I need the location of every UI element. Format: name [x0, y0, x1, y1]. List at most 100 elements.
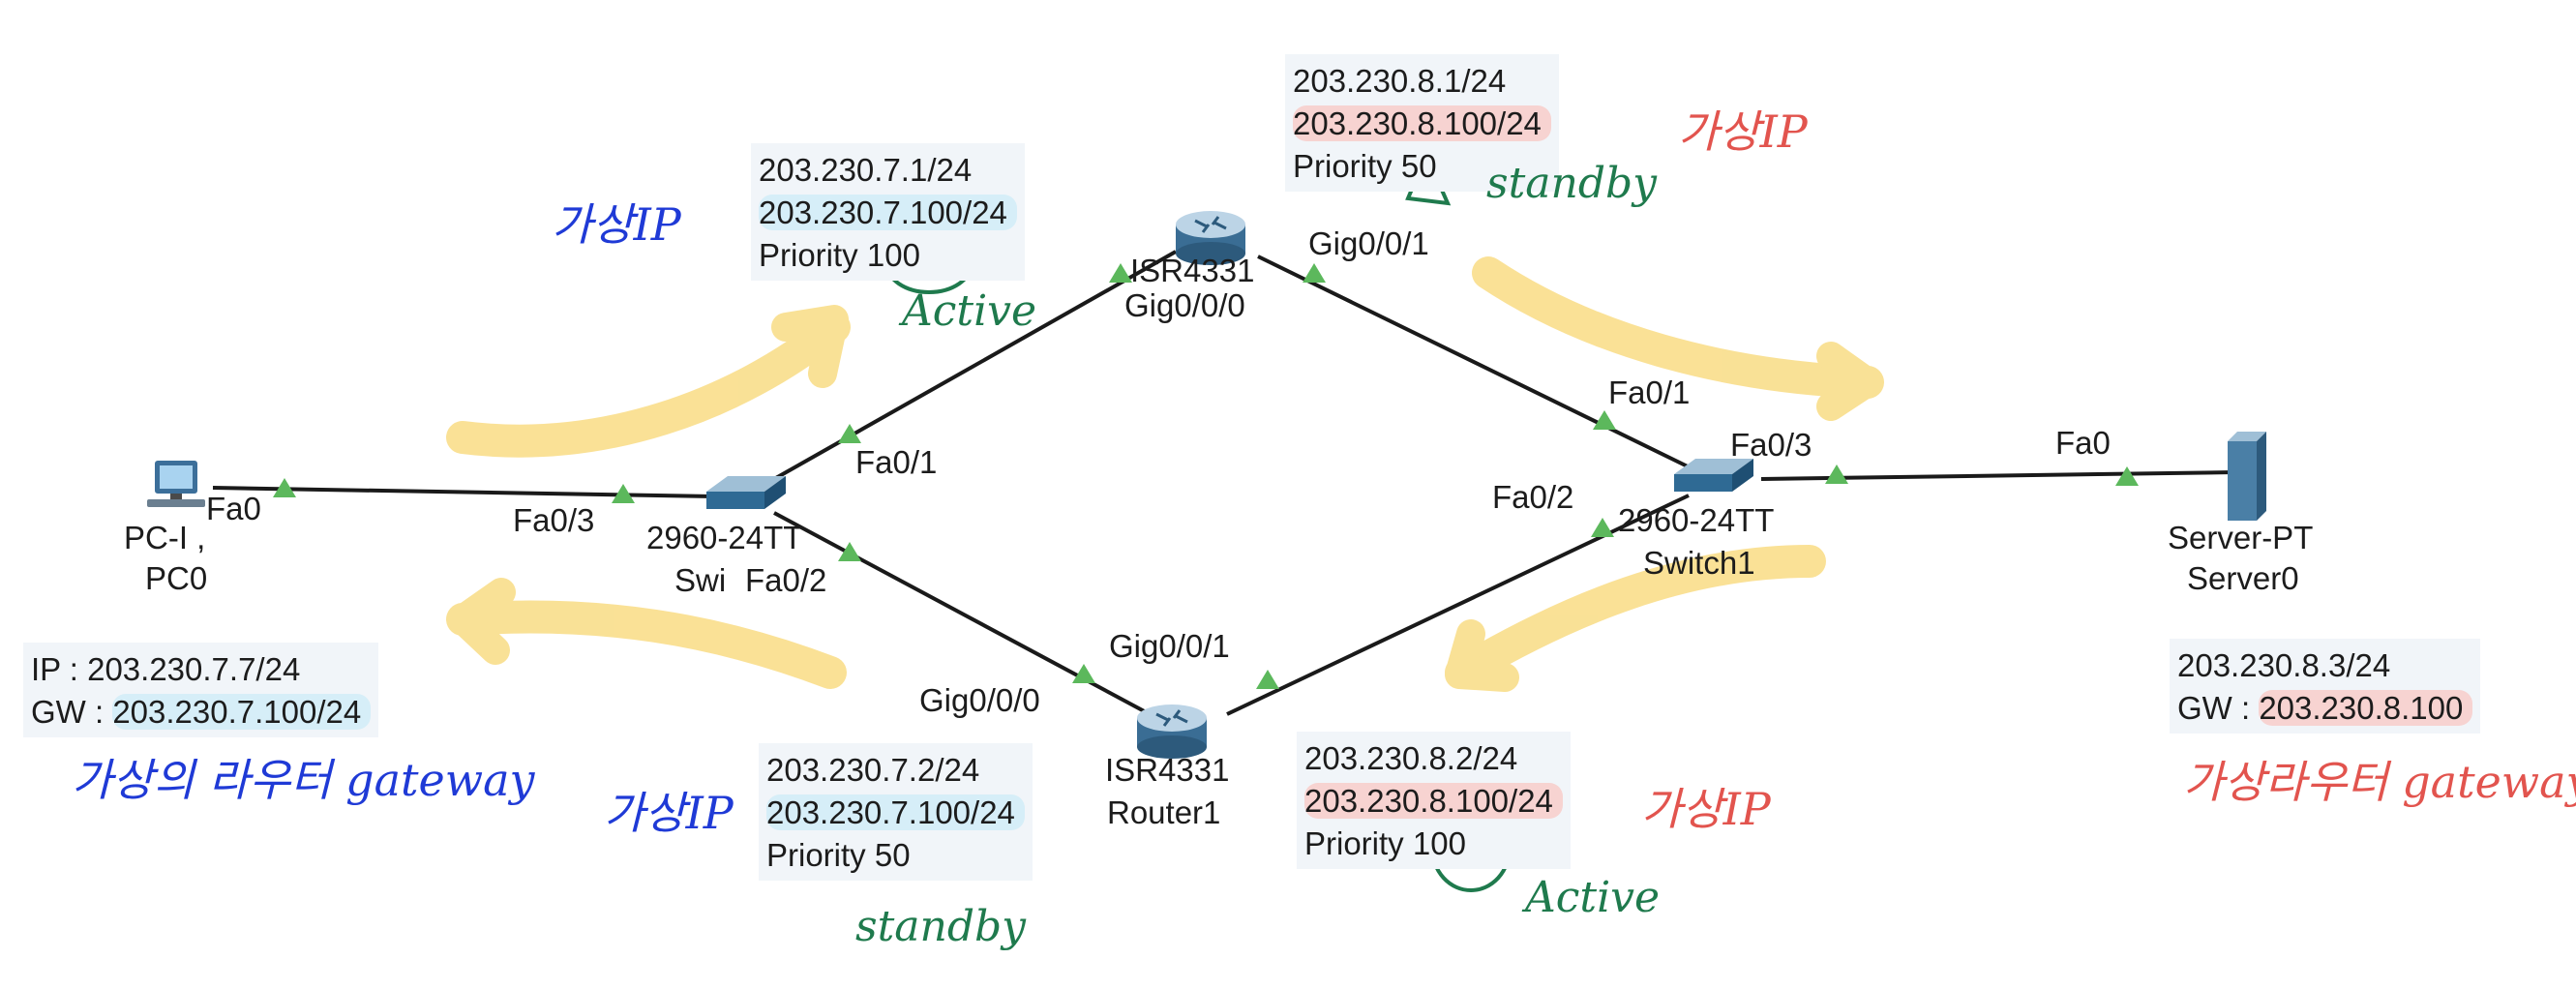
router0-port-gig001: Gig0/0/1 [1308, 225, 1429, 261]
port-marker [273, 478, 296, 497]
link-router0-switch1 [1257, 255, 1694, 471]
router0-model-label: ISR4331 [1130, 253, 1255, 288]
switch0-port-fa03: Fa0/3 [513, 502, 595, 538]
port-marker [1303, 263, 1326, 283]
switch0-model-label: 2960-24TT [646, 520, 803, 555]
router1-left-vip-note: 가상IP [604, 787, 734, 839]
gw-prefix: GW : [2177, 690, 2260, 726]
router1-icon [1137, 704, 1207, 759]
router1-right-state-note: Active [1525, 873, 1661, 922]
router1-hsrp-left-box: 203.230.7.2/24 203.230.7.100/24 Priority… [759, 743, 1033, 881]
port-marker [838, 424, 861, 443]
pc0-port-label: Fa0 [206, 491, 261, 526]
port-marker [1593, 410, 1616, 430]
port-marker [838, 542, 861, 561]
link-pc0-switch0 [212, 486, 715, 498]
router1-right-vip-note: 가상IP [1641, 783, 1771, 835]
priority-value: 100 [866, 237, 920, 273]
pc0-name-label: PC0 [145, 560, 208, 596]
router0-left-state-note: Active [902, 286, 1037, 336]
router1-right-priority-row: Priority 100 [1304, 823, 1563, 865]
priority-label: Priority [1304, 825, 1404, 861]
priority-label: Priority [759, 237, 858, 273]
traffic-arrows [446, 256, 1884, 692]
priority-label: Priority [1293, 148, 1393, 184]
router0-port-gig000: Gig0/0/0 [1124, 287, 1245, 323]
switch0-name-label: Swi [674, 562, 727, 598]
switch0-port-fa01: Fa0/1 [855, 444, 938, 480]
router0-left-priority-row: Priority 100 [759, 234, 1017, 277]
router0-left-vip: 203.230.7.100/24 [759, 195, 1017, 230]
switch1-model-label: 2960-24TT [1618, 502, 1775, 538]
router1-left-vip: 203.230.7.100/24 [766, 794, 1025, 830]
port-markers [273, 263, 2139, 689]
router1-port-gig000: Gig0/0/0 [919, 682, 1040, 718]
pc0-ip-line: IP : 203.230.7.7/24 [31, 651, 301, 687]
port-marker [2115, 466, 2139, 486]
pc0-gw-row: GW : 203.230.7.100/24 [31, 691, 372, 734]
router0-right-state-note: standby [1486, 159, 1658, 208]
switch1-port-fa03: Fa0/3 [1730, 427, 1812, 463]
port-marker [1072, 664, 1095, 683]
pc0-model: PC-I [124, 520, 188, 555]
router1-name-label: Router1 [1107, 794, 1221, 830]
router1-right-ip: 203.230.8.2/24 [1304, 740, 1518, 776]
server0-name-label: Server0 [2187, 560, 2299, 596]
arrow-router1-to-pc-head [448, 578, 516, 665]
switch1-port-fa01: Fa0/1 [1608, 375, 1691, 410]
switch0-icon [706, 476, 786, 509]
router1-hsrp-right-box: 203.230.8.2/24 203.230.8.100/24 Priority… [1297, 732, 1571, 869]
router1-left-state-note: standby [855, 902, 1027, 951]
arrow-router0-to-switch1 [1472, 256, 1884, 399]
port-marker [1256, 670, 1279, 689]
arrow-router1-to-pc [446, 600, 847, 689]
router0-right-vip: 203.230.8.100/24 [1293, 105, 1551, 141]
server0-model-label: Server-PT [2168, 520, 2314, 555]
arrow-pc-to-router0 [446, 311, 851, 458]
router0-left-ip: 203.230.7.1/24 [759, 152, 973, 188]
arrow-pc-to-router0-head [771, 305, 849, 388]
server0-gw: 203.230.8.100 [2259, 690, 2473, 726]
switch1-name-label: Switch1 [1643, 545, 1755, 581]
router1-port-gig001: Gig0/0/1 [1109, 628, 1230, 664]
router1-left-ip: 203.230.7.2/24 [766, 752, 980, 788]
arrow-switch1-to-router1 [1445, 545, 1826, 689]
pc0-ip-box: IP : 203.230.7.7/24 GW : 203.230.7.100/2… [23, 643, 379, 737]
router0-icon [1176, 211, 1245, 265]
priority-value: 50 [1400, 148, 1437, 184]
priority-value: 50 [874, 837, 911, 873]
port-marker [1109, 263, 1132, 283]
pc0-model-label: PC-I , [124, 519, 205, 557]
port-marker [1825, 465, 1848, 484]
switch1-port-fa02: Fa0/2 [1492, 479, 1574, 515]
link-router1-switch1 [1226, 494, 1690, 716]
priority-value: 100 [1412, 825, 1466, 861]
server0-port-label: Fa0 [2055, 425, 2111, 461]
server0-ip-line: 203.230.8.3/24 [2177, 647, 2391, 683]
server0-gw-row: GW : 203.230.8.100 [2177, 687, 2473, 730]
pc0-icon [147, 461, 205, 507]
router1-model-label: ISR4331 [1105, 752, 1230, 788]
router0-left-vip-note: 가상IP [552, 198, 681, 251]
router0-hsrp-right-box: 203.230.8.1/24 203.230.8.100/24 Priority… [1285, 54, 1559, 192]
pc0-model-suffix: , [196, 520, 206, 555]
port-marker [612, 484, 635, 503]
switch1-icon [1674, 459, 1753, 492]
server0-ip-box: 203.230.8.3/24 GW : 203.230.8.100 [2170, 639, 2481, 734]
arrow-router0-to-switch1-head [1816, 342, 1882, 421]
gw-prefix: GW : [31, 694, 113, 730]
router1-left-priority-row: Priority 50 [766, 834, 1025, 877]
server0-icon [2228, 432, 2266, 521]
pc0-gw: 203.230.7.100/24 [112, 694, 372, 730]
router0-right-ip: 203.230.8.1/24 [1293, 63, 1507, 99]
priority-label: Priority [766, 837, 866, 873]
router0-hsrp-left-box: 203.230.7.1/24 203.230.7.100/24 Priority… [751, 143, 1025, 281]
server0-gateway-note: 가상라우터 gateway [2183, 756, 2576, 808]
port-marker [1591, 518, 1614, 537]
pc0-gateway-note: 가상의 라우터 gateway [72, 754, 535, 806]
router0-right-priority-row: Priority 50 [1293, 145, 1551, 188]
router0-right-vip-note: 가상IP [1678, 105, 1808, 158]
switch0-port-fa02: Fa0/2 [745, 562, 827, 598]
router1-right-vip: 203.230.8.100/24 [1304, 783, 1563, 819]
